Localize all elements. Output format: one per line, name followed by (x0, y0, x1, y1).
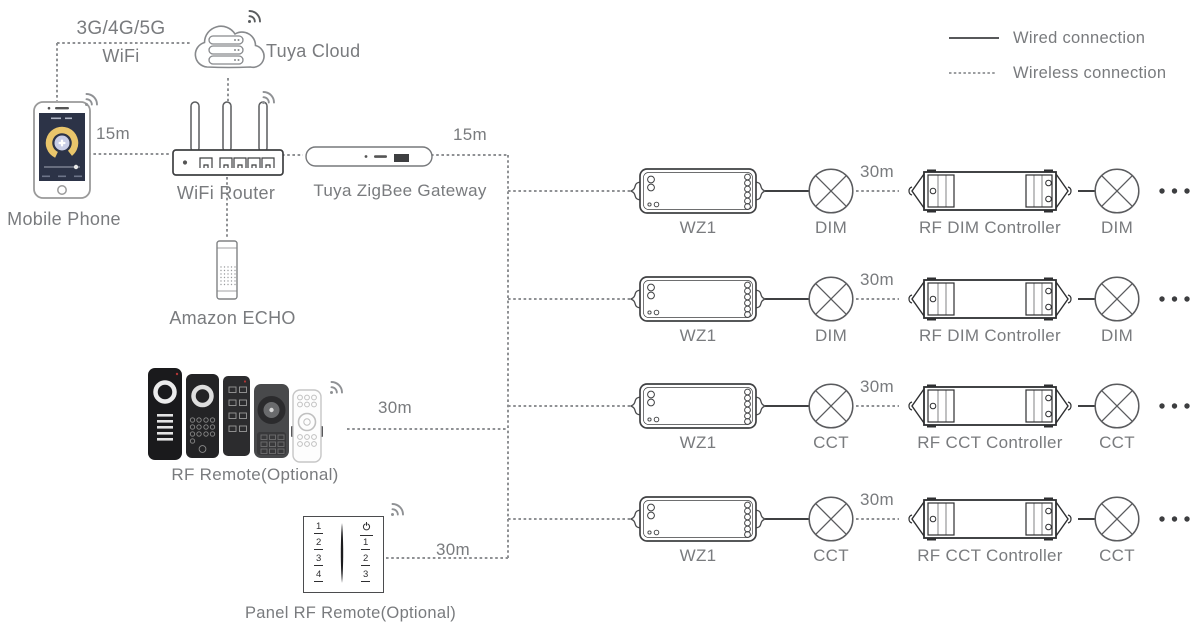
rf-controller-device (900, 497, 1080, 541)
controller-label: RF CCT Controller (917, 546, 1063, 565)
panel-zone-button: 2 (314, 537, 324, 550)
zigbee-gateway-label: Tuya ZigBee Gateway (313, 181, 487, 200)
lamp-label: CCT (813, 546, 849, 565)
lamp-icon (1094, 383, 1140, 429)
panel-scene-button: 2 (361, 553, 371, 566)
distance-label: 30m (860, 270, 894, 289)
panel-distance: 30m (436, 540, 470, 559)
receiver-chain-row: WZ1 CCT 30m RF CCT Controller CCT (0, 490, 1200, 575)
ellipsis-icon (1158, 515, 1192, 523)
wireless-line-icon (949, 72, 997, 74)
lamp-icon (1094, 276, 1140, 322)
wz1-receiver-device (630, 275, 766, 323)
legend-wireless-label: Wireless connection (1013, 63, 1167, 82)
power-icon (362, 521, 371, 531)
wifi-router-icon (172, 101, 284, 176)
ellipsis-icon (1158, 295, 1192, 303)
network-label: 3G/4G/5G (76, 18, 166, 39)
receiver-label: WZ1 (679, 433, 717, 452)
lamp-icon (808, 383, 854, 429)
receiver-chain-row: WZ1 CCT 30m RF CCT Controller CCT (0, 377, 1200, 462)
distance-label: 30m (860, 162, 894, 181)
rf-controller-device (900, 277, 1080, 321)
ellipsis-icon (1158, 187, 1192, 195)
panel-rf-remote: 1 2 3 4 1 2 3 (303, 516, 384, 593)
rf-remote-distance: 30m (378, 398, 412, 417)
controller-label: RF CCT Controller (917, 433, 1063, 452)
distance-label: 30m (860, 490, 894, 509)
panel-scene-button: 1 (361, 537, 371, 550)
receiver-chain-row: WZ1 DIM 30m RF DIM Controller DIM (0, 270, 1200, 355)
rf-remote-label: RF Remote(Optional) (171, 465, 339, 484)
panel-rf-remote-label: Panel RF Remote(Optional) (245, 604, 457, 622)
wifi-router-label: WiFi Router (176, 183, 276, 203)
ellipsis-icon (1158, 402, 1192, 410)
receiver-label: WZ1 (679, 218, 717, 237)
wz1-receiver-device (630, 382, 766, 430)
controller-label: RF DIM Controller (918, 218, 1062, 237)
lamp-icon (808, 496, 854, 542)
wired-line-icon (949, 37, 999, 39)
mobile-phone-label: Mobile Phone (7, 209, 121, 229)
controller-label: RF DIM Controller (918, 326, 1062, 345)
panel-scene-button: 3 (361, 569, 371, 582)
distance-label: 30m (860, 377, 894, 396)
wz1-receiver-device (630, 167, 766, 215)
receiver-label: WZ1 (679, 326, 717, 345)
panel-power-button (360, 521, 373, 536)
wireless-signal-icon (260, 86, 280, 106)
lamp-icon (808, 168, 854, 214)
panel-zone-button: 4 (314, 569, 324, 582)
wireless-signal-icon (246, 5, 266, 25)
lamp-label: DIM (814, 326, 848, 345)
wifi-label: WiFi (102, 46, 140, 66)
panel-slider-icon (340, 523, 344, 583)
receiver-chain-row: WZ1 DIM 30m RF DIM Controller DIM (0, 162, 1200, 247)
lamp-label: DIM (814, 218, 848, 237)
gateway-distance: 15m (453, 125, 487, 144)
amazon-echo-label: Amazon ECHO (169, 308, 296, 328)
legend: Wired connection Wireless connection (948, 28, 1166, 98)
wireless-signal-icon (83, 88, 103, 108)
lamp-label: CCT (1099, 546, 1135, 565)
legend-wired-label: Wired connection (1013, 28, 1146, 47)
phone-router-distance: 15m (96, 124, 130, 143)
receiver-label: WZ1 (679, 546, 717, 565)
zigbee-gateway-icon (305, 146, 433, 167)
rf-controller-device (900, 169, 1080, 213)
rf-controller-device (900, 384, 1080, 428)
rf-remote-group-icon (148, 368, 323, 463)
tuya-cloud-label: Tuya Cloud (266, 41, 361, 61)
lamp-icon (808, 276, 854, 322)
lamp-label: CCT (1099, 433, 1135, 452)
lamp-icon (1094, 496, 1140, 542)
lamp-icon (1094, 168, 1140, 214)
lamp-label: DIM (1100, 326, 1134, 345)
lamp-label: DIM (1100, 218, 1134, 237)
mobile-phone-icon (33, 101, 91, 199)
wz1-receiver-device (630, 495, 766, 543)
panel-zone-button: 3 (314, 553, 324, 566)
tuya-cloud-icon (194, 25, 265, 69)
panel-zone-button: 1 (314, 521, 324, 534)
lamp-label: CCT (813, 433, 849, 452)
amazon-echo-icon (216, 240, 238, 300)
